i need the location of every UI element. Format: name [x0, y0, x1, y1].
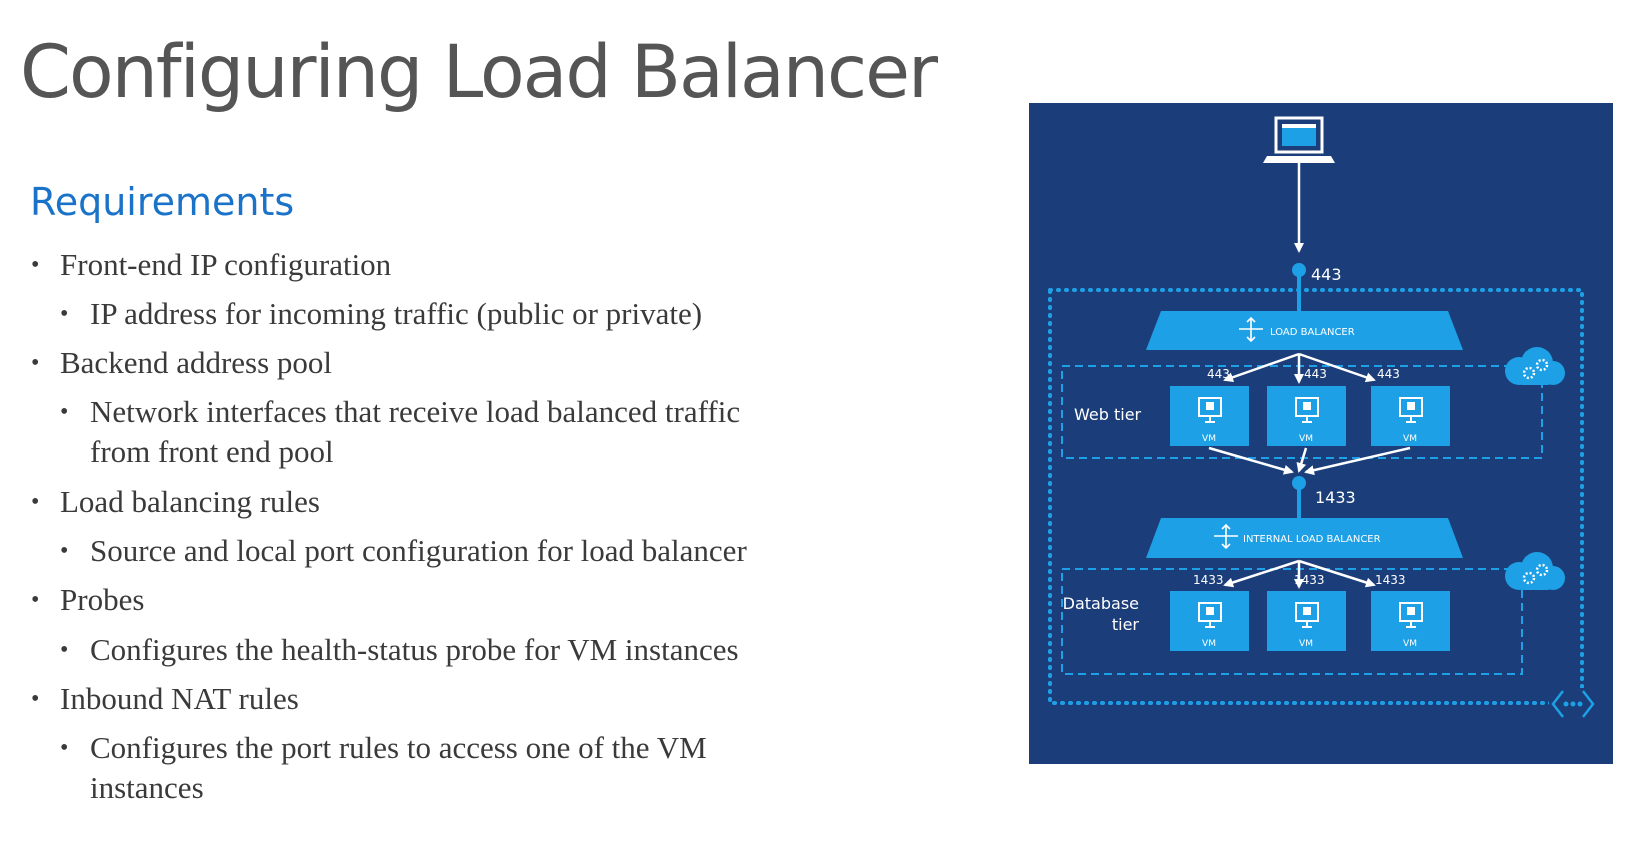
bullet-icon: •: [60, 301, 69, 327]
svg-text:VM: VM: [1299, 434, 1313, 444]
bullet-icon: •: [31, 686, 40, 712]
load-balancer-diagram: 443 LOAD BALANCER Web tier 443 443 443: [1029, 103, 1613, 764]
internal-port-label: 1433: [1315, 488, 1356, 507]
vm-icon: [1295, 397, 1319, 423]
cloud-gears-icon: [1505, 347, 1565, 385]
bullet-icon: •: [31, 587, 40, 613]
bullet-icon: •: [60, 735, 69, 761]
svg-text:VM: VM: [1202, 639, 1216, 649]
svg-text:VM: VM: [1403, 434, 1417, 444]
db-vm-1: VM: [1170, 591, 1249, 651]
db-port-2: 1433: [1294, 573, 1325, 587]
requirement-item: • Inbound NAT rules: [31, 679, 299, 719]
diagram-svg: 443 LOAD BALANCER Web tier 443 443 443: [1048, 116, 1597, 720]
internal-load-balancer-label: INTERNAL LOAD BALANCER: [1243, 534, 1381, 545]
db-vm-3: VM: [1371, 591, 1450, 651]
bullet-icon: •: [60, 637, 69, 663]
db-port-1: 1433: [1193, 573, 1224, 587]
svg-text:VM: VM: [1202, 434, 1216, 444]
requirement-item: • Backend address pool: [31, 343, 333, 383]
requirement-text: Backend address pool: [60, 345, 333, 380]
requirement-item: • Probes: [31, 580, 145, 620]
vm-icon: [1399, 397, 1423, 423]
load-balancer-icon: [1239, 316, 1263, 343]
database-tier-boundary: [1061, 568, 1523, 675]
bullet-icon: •: [60, 399, 69, 425]
slide-title: Configuring Load Balancer: [20, 30, 938, 115]
db-vm-2: VM: [1267, 591, 1346, 651]
requirement-text: Configures the health-status probe for V…: [90, 632, 739, 667]
bullet-icon: •: [31, 350, 40, 376]
web-vm-3: VM: [1371, 386, 1450, 446]
requirement-text: IP address for incoming traffic (public …: [90, 296, 703, 331]
requirement-text: Source and local port configuration for …: [90, 533, 747, 568]
cloud-gears-icon: [1505, 552, 1565, 590]
virtual-network-icon: [1549, 688, 1597, 720]
requirement-sub-item: • Source and local port configuration for…: [60, 531, 747, 571]
vm-icon: [1198, 602, 1222, 628]
web-port-3: 443: [1377, 367, 1400, 381]
load-balancer: LOAD BALANCER: [1146, 311, 1463, 350]
requirement-text: Inbound NAT rules: [60, 681, 299, 716]
requirement-sub-item: • Network interfaces that receive load ba…: [60, 392, 741, 472]
bullet-icon: •: [31, 252, 40, 278]
web-vm-1: VM: [1170, 386, 1249, 446]
vm-icon: [1198, 397, 1222, 423]
web-port-1: 443: [1207, 367, 1230, 381]
database-tier-arrows: [1223, 559, 1376, 589]
database-tier-label-2: tier: [1112, 615, 1140, 634]
requirement-text: Network interfaces that receive load bal…: [90, 394, 741, 429]
requirement-sub-item: • Configures the port rules to access one…: [60, 728, 707, 808]
vm-icon: [1295, 602, 1319, 628]
internal-load-balancer-icon: [1214, 523, 1238, 550]
web-to-internal-arrows: [1208, 446, 1411, 476]
database-tier-label-1: Database: [1063, 594, 1139, 613]
requirement-text: Load balancing rules: [60, 484, 320, 519]
vnet-boundary: [1048, 288, 1584, 705]
bullet-icon: •: [31, 489, 40, 515]
requirement-text: Configures the port rules to access one …: [90, 730, 707, 765]
requirement-text: Probes: [60, 582, 145, 617]
requirement-text: from front end pool: [90, 434, 334, 469]
load-balancer-label: LOAD BALANCER: [1270, 327, 1355, 338]
laptop-icon: [1263, 116, 1335, 163]
slide-subtitle: Requirements: [30, 180, 295, 224]
web-port-2: 443: [1304, 367, 1327, 381]
requirement-text: instances: [90, 770, 204, 805]
web-tier-arrows: [1223, 352, 1376, 384]
bullet-icon: •: [60, 538, 69, 564]
web-vm-2: VM: [1267, 386, 1346, 446]
requirement-item: • Load balancing rules: [31, 482, 320, 522]
vm-icon: [1399, 602, 1423, 628]
internal-load-balancer: INTERNAL LOAD BALANCER: [1146, 518, 1463, 558]
requirement-sub-item: • IP address for incoming traffic (public…: [60, 294, 703, 334]
frontend-port-label: 443: [1311, 265, 1342, 284]
svg-text:VM: VM: [1403, 639, 1417, 649]
db-port-3: 1433: [1375, 573, 1406, 587]
requirement-sub-item: • Configures the health-status probe for …: [60, 630, 739, 670]
web-tier-label: Web tier: [1074, 405, 1142, 424]
requirement-text: Front-end IP configuration: [60, 247, 392, 282]
requirement-item: • Front-end IP configuration: [31, 245, 392, 285]
svg-text:VM: VM: [1299, 639, 1313, 649]
